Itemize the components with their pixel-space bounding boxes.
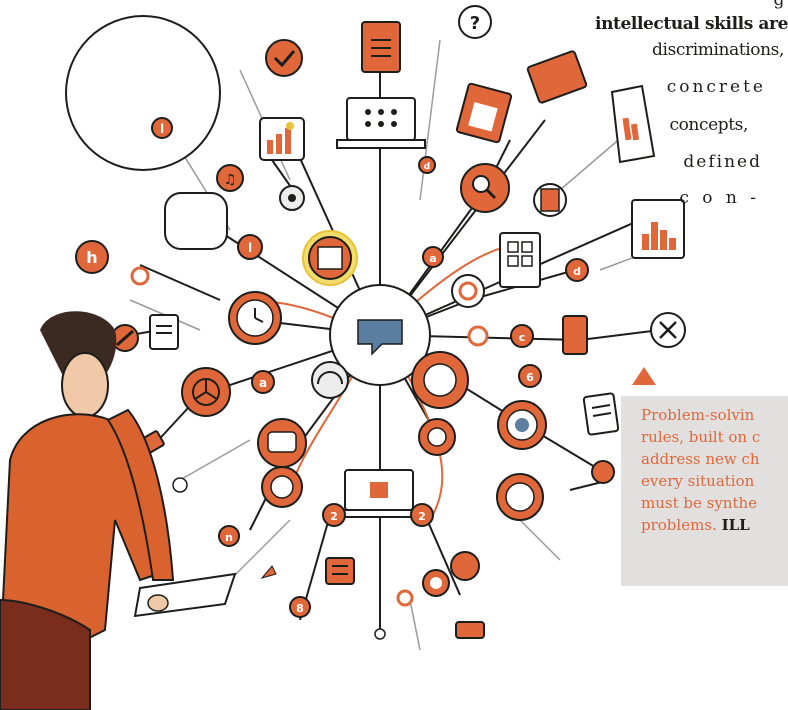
letter-node-l2 bbox=[237, 234, 263, 260]
svg-text:a: a bbox=[259, 376, 267, 390]
caption-line-3: address new ch bbox=[641, 450, 760, 468]
bar-chart-card-icon bbox=[455, 82, 513, 144]
lock-node-icon bbox=[497, 400, 547, 450]
letter-node-l bbox=[151, 117, 173, 139]
cog-node-icon bbox=[411, 351, 469, 409]
svg-text:6: 6 bbox=[526, 371, 534, 384]
caption-line-6: problems. bbox=[641, 516, 717, 534]
rounded-square-node bbox=[164, 192, 228, 250]
report-icon bbox=[610, 84, 656, 164]
svg-text:d: d bbox=[424, 162, 430, 172]
document-icon bbox=[361, 21, 401, 73]
article-line-4: concepts, bbox=[669, 115, 748, 135]
svg-text:?: ? bbox=[470, 13, 480, 34]
article-line-5: defined bbox=[683, 152, 762, 172]
caption-box: Problem-solvin rules, built on c address… bbox=[621, 396, 788, 586]
svg-text:2: 2 bbox=[330, 510, 338, 523]
list-card-icon bbox=[325, 557, 355, 585]
illustration-credit: ILL bbox=[721, 516, 750, 534]
checkmark-icon bbox=[265, 39, 303, 77]
chart-icon bbox=[259, 117, 305, 161]
caption-line-5: must be synthe bbox=[641, 494, 758, 512]
caption-text: Problem-solvin rules, built on c address… bbox=[641, 404, 788, 536]
gear-icon bbox=[279, 185, 305, 211]
puzzle-icon bbox=[450, 551, 480, 581]
battery-icon bbox=[455, 621, 485, 639]
svg-text:h: h bbox=[86, 248, 97, 267]
caption-line-4: every situation bbox=[641, 472, 755, 490]
grid-doc-icon bbox=[499, 232, 541, 288]
card-icon bbox=[526, 50, 588, 104]
question-icon: ? bbox=[458, 5, 492, 39]
laptop-bottom-icon bbox=[336, 469, 422, 518]
article-line-2: discriminations, bbox=[652, 40, 784, 60]
svg-text:8: 8 bbox=[296, 602, 304, 615]
magnifier-icon bbox=[460, 163, 510, 213]
speech-bubble-icon bbox=[329, 284, 431, 386]
phone-icon bbox=[562, 315, 588, 355]
article-line-1: intellectual skills are bbox=[595, 14, 788, 34]
clipboard-icon bbox=[149, 314, 179, 350]
caption-line-2: rules, built on c bbox=[641, 428, 761, 446]
svg-text:♫: ♫ bbox=[224, 172, 237, 188]
letter-node-h bbox=[75, 240, 109, 274]
article-line-3: concrete bbox=[666, 77, 766, 97]
dial-node-icon bbox=[496, 473, 544, 521]
clipboard-right-icon bbox=[582, 392, 620, 436]
calculator-icon bbox=[302, 230, 358, 286]
close-icon bbox=[650, 312, 686, 348]
large-circle-node bbox=[65, 15, 221, 171]
svg-text:l: l bbox=[248, 241, 252, 255]
svg-text:2: 2 bbox=[418, 510, 426, 523]
music-note-icon: ♫ bbox=[216, 164, 244, 192]
svg-text:a: a bbox=[429, 252, 436, 265]
refresh-icon bbox=[261, 466, 303, 508]
svg-text:c: c bbox=[519, 331, 526, 344]
wheel-icon bbox=[181, 367, 231, 417]
laptop-icon bbox=[336, 97, 426, 149]
calculator-card-icon bbox=[533, 183, 567, 217]
globe-icon bbox=[422, 569, 450, 597]
svg-text:l: l bbox=[160, 122, 164, 136]
svg-text:n: n bbox=[225, 531, 233, 544]
gauge-icon bbox=[311, 361, 349, 399]
sync-node-icon bbox=[418, 418, 456, 456]
article-line-fragment: g bbox=[773, 0, 785, 10]
article-line-6: c o n - bbox=[679, 188, 760, 208]
person-illustration bbox=[0, 311, 237, 710]
keypad-icon bbox=[257, 418, 307, 468]
clock-icon bbox=[228, 291, 282, 345]
caption-line-1: Problem-solvin bbox=[641, 406, 755, 424]
warning-triangle-icon bbox=[632, 367, 656, 385]
histogram-card-icon bbox=[631, 199, 685, 259]
svg-text:d: d bbox=[573, 265, 581, 278]
